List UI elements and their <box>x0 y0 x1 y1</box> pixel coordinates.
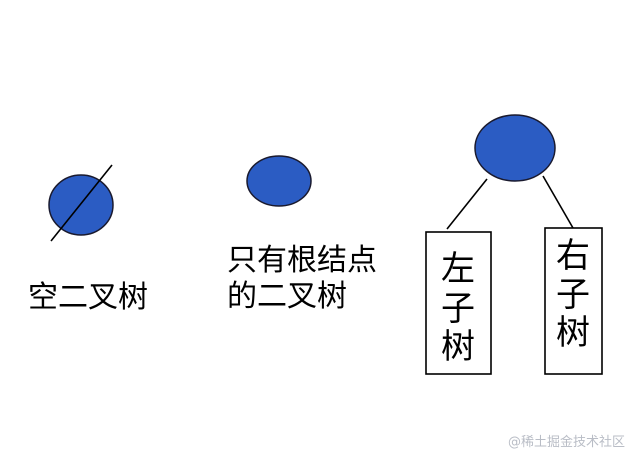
root-only-tree-label-line1: 只有根结点 <box>227 243 377 278</box>
empty-tree-slash <box>50 164 113 242</box>
empty-tree-node <box>48 174 114 236</box>
left-edge <box>446 178 488 230</box>
right-subtree-char-2: 子 <box>556 275 590 315</box>
left-subtree-box <box>425 231 492 375</box>
right-edge <box>542 175 574 229</box>
right-subtree-char-1: 右 <box>556 236 590 276</box>
root-only-tree-group: 只有根结点 的二叉树 <box>227 155 377 314</box>
right-subtree-box <box>544 227 603 375</box>
left-subtree-char-1: 左 <box>441 249 475 289</box>
left-subtree-char-2: 子 <box>441 289 475 329</box>
full-tree-root-node <box>474 114 556 182</box>
root-only-tree-label-line2: 的二叉树 <box>227 279 347 314</box>
left-subtree-char-3: 树 <box>441 327 475 367</box>
empty-tree-label: 空二叉树 <box>28 280 148 315</box>
right-subtree-char-3: 树 <box>556 313 590 353</box>
root-only-tree-node <box>246 155 312 207</box>
full-tree-group: 左 子 树 右 子 树 <box>425 114 603 375</box>
empty-tree-group: 空二叉树 <box>28 164 148 315</box>
watermark: @稀土掘金技术社区 <box>508 434 625 450</box>
